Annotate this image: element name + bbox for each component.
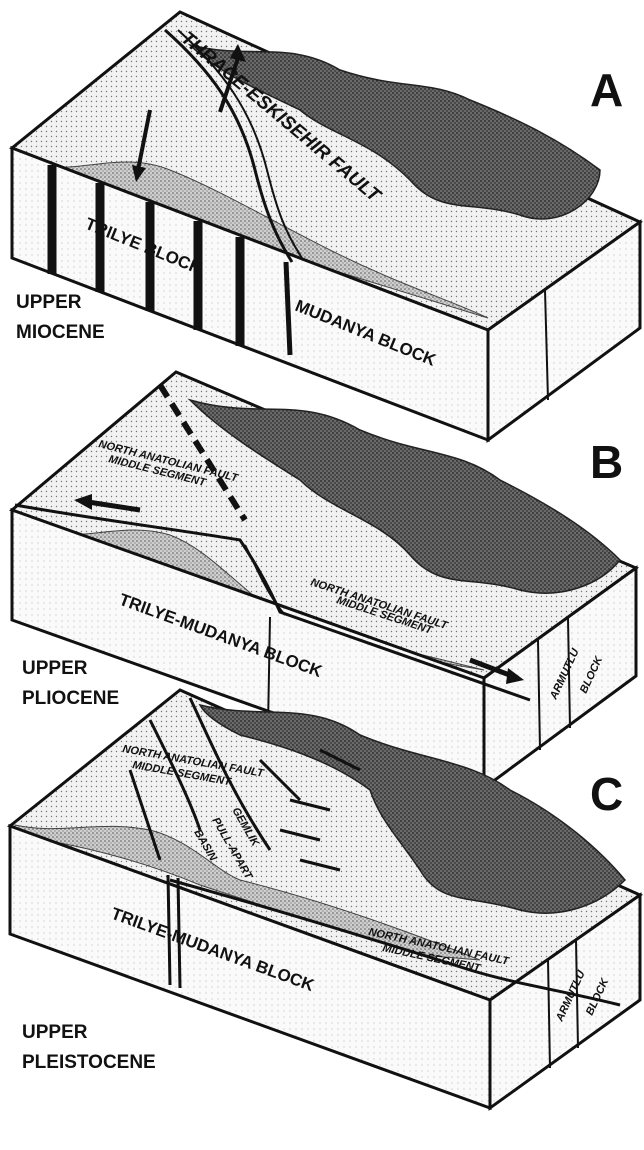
panel-a-age-line2: MIOCENE (16, 322, 105, 343)
panel-c-age-line1: UPPER (22, 1022, 88, 1043)
panel-c-age-line2: PLEISTOCENE (22, 1052, 156, 1073)
panel-c: C NORTH ANATOLIAN FAULT MIDDLE SEGMENT G… (10, 690, 640, 1108)
panel-a: A THRACE-ESKISEHIR FAULT TRILYE BLOCK MU… (12, 12, 640, 440)
panel-b-age-line1: UPPER (22, 658, 88, 679)
panel-a-age-line1: UPPER (16, 292, 82, 313)
panel-a-letter: A (590, 64, 623, 116)
panel-b-age-line2: PLIOCENE (22, 688, 119, 709)
panel-b-letter: B (590, 436, 623, 488)
panel-c-letter: C (590, 768, 623, 820)
